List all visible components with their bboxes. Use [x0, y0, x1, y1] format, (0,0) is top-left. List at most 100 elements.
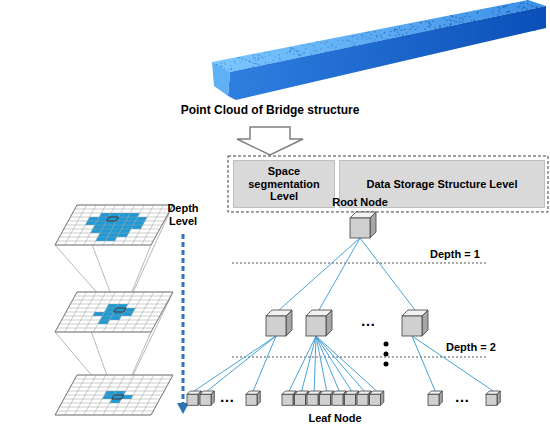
tree-branch [316, 336, 364, 391]
tree-branch [360, 238, 415, 310]
point [425, 21, 426, 22]
point [259, 64, 260, 65]
point [474, 20, 475, 21]
point [275, 56, 276, 57]
point [335, 47, 336, 48]
vertical-dots [384, 362, 389, 367]
tree-branch [319, 238, 360, 310]
point [304, 52, 305, 53]
point [225, 63, 226, 64]
point [362, 34, 363, 35]
point [258, 58, 259, 59]
point [462, 17, 463, 18]
point [527, 0, 528, 1]
point [452, 16, 453, 17]
point [492, 12, 493, 13]
point [447, 26, 448, 27]
point [290, 50, 291, 51]
point [349, 40, 350, 41]
point [452, 27, 453, 28]
point [253, 55, 254, 56]
point [365, 36, 366, 37]
point [342, 40, 343, 41]
cube-front [246, 394, 257, 405]
point [401, 30, 402, 31]
point [248, 61, 249, 62]
point [541, 9, 542, 10]
point [355, 34, 356, 35]
cube-front [295, 394, 306, 405]
grid-plane [55, 205, 173, 245]
node-cube [306, 310, 332, 336]
grid-line [57, 241, 153, 242]
grid-line [75, 296, 171, 297]
tree-branch [316, 336, 377, 391]
point [381, 37, 382, 38]
occupied-cell [112, 395, 124, 399]
point [278, 74, 279, 75]
point [477, 34, 478, 35]
point [522, 9, 523, 10]
point [253, 58, 254, 59]
point [279, 54, 280, 55]
point [254, 60, 255, 61]
node-cube [428, 391, 442, 405]
point [246, 59, 247, 60]
tree-branch [314, 336, 316, 391]
point [428, 21, 429, 22]
point [239, 57, 240, 58]
point [411, 27, 412, 28]
cube-side [370, 212, 376, 238]
point [352, 36, 353, 37]
point [463, 23, 464, 24]
point [389, 35, 390, 36]
point [268, 62, 269, 63]
point [365, 32, 366, 33]
point [509, 24, 510, 25]
point [436, 29, 437, 30]
point [390, 31, 391, 32]
point [249, 61, 250, 62]
point [463, 19, 464, 20]
point [291, 48, 292, 49]
point [294, 49, 295, 50]
point [265, 62, 266, 63]
grid-line [75, 379, 171, 380]
plane-border [55, 205, 173, 245]
grid-line [75, 209, 171, 210]
point [258, 57, 259, 58]
selected-cell [112, 395, 124, 399]
point [385, 38, 386, 39]
plane-border [55, 375, 173, 415]
grid-line [59, 324, 155, 325]
point [370, 38, 371, 39]
point [234, 61, 235, 62]
point [512, 3, 513, 4]
grid-line [70, 387, 166, 388]
point [449, 26, 450, 27]
point [413, 26, 414, 27]
plane-ground [55, 205, 173, 245]
point [498, 10, 499, 11]
hollow-arrow [237, 127, 303, 155]
point [371, 34, 372, 35]
point [313, 45, 314, 46]
point-texture [216, 0, 542, 90]
point [397, 29, 398, 30]
cube-front [306, 316, 326, 336]
point [230, 65, 231, 66]
point [352, 46, 353, 47]
point [444, 24, 445, 25]
point [395, 35, 396, 36]
point [434, 27, 435, 28]
cube-front [350, 218, 370, 238]
point [360, 35, 361, 36]
point [470, 20, 471, 21]
point [503, 6, 504, 7]
point [298, 50, 299, 51]
grid-line [68, 391, 164, 392]
cube-front [332, 394, 343, 405]
point [374, 62, 375, 63]
point [377, 58, 378, 59]
tree-branch [207, 336, 276, 391]
